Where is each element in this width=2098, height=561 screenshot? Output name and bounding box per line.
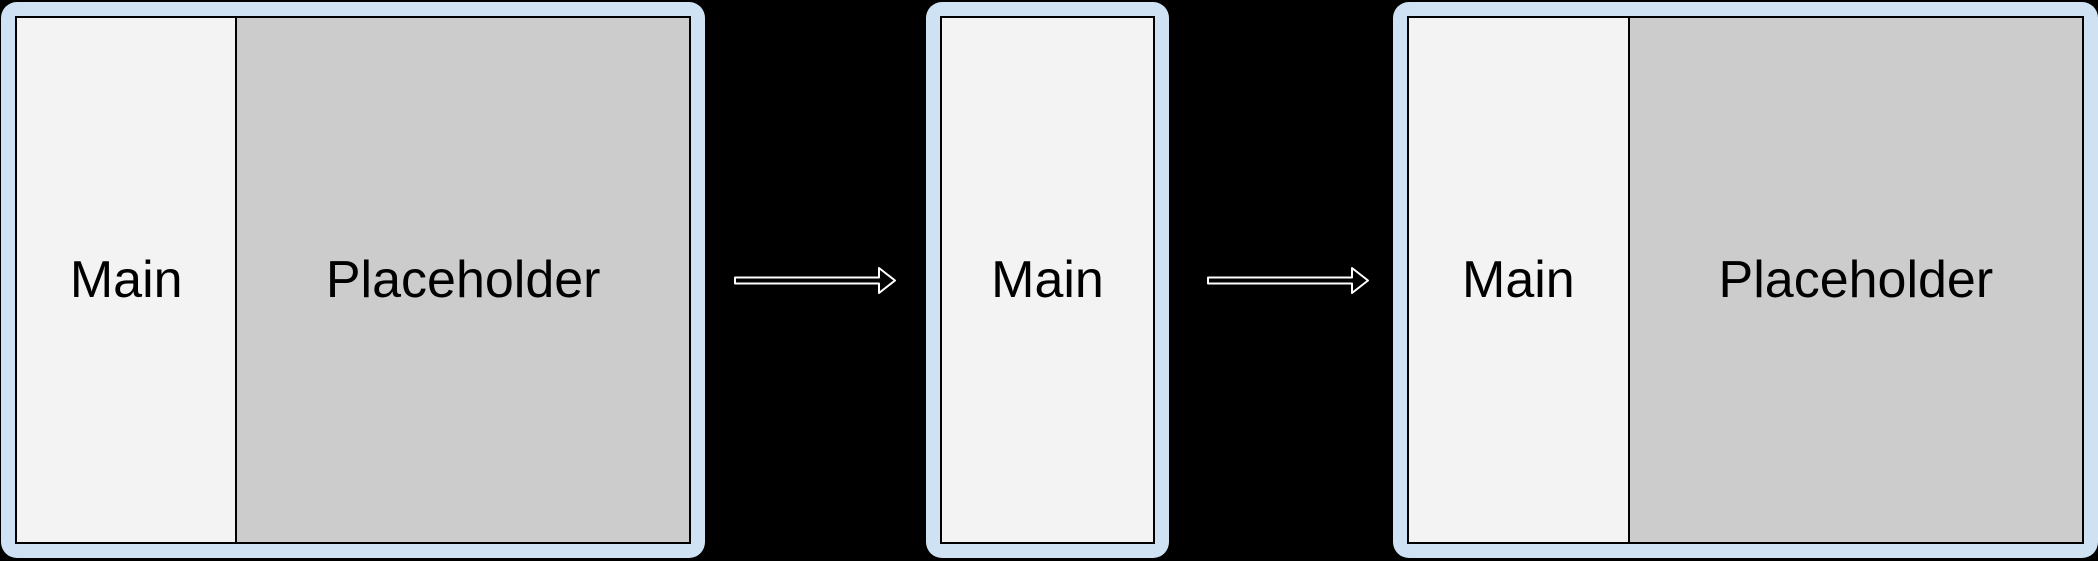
panel-left-split: Main Placeholder	[1, 2, 705, 558]
panel-left-inner: Main Placeholder	[15, 16, 691, 544]
right-arrow-icon	[734, 267, 896, 294]
placeholder-section: Placeholder	[1629, 18, 2082, 542]
panel-middle-inner: Main	[940, 16, 1155, 544]
placeholder-section: Placeholder	[237, 18, 689, 542]
main-section: Main	[1409, 18, 1630, 542]
panel-middle-main-only: Main	[926, 2, 1169, 558]
main-label: Main	[991, 251, 1104, 309]
main-label: Main	[69, 251, 183, 309]
placeholder-label: Placeholder	[325, 251, 601, 309]
main-label: Main	[1462, 251, 1575, 309]
main-section: Main	[942, 18, 1153, 542]
right-arrow-icon	[1207, 267, 1369, 294]
panel-right-inner: Main Placeholder	[1407, 16, 2084, 544]
main-section: Main	[17, 18, 238, 542]
panel-right-split: Main Placeholder	[1393, 2, 2098, 558]
placeholder-label: Placeholder	[1718, 251, 1994, 309]
